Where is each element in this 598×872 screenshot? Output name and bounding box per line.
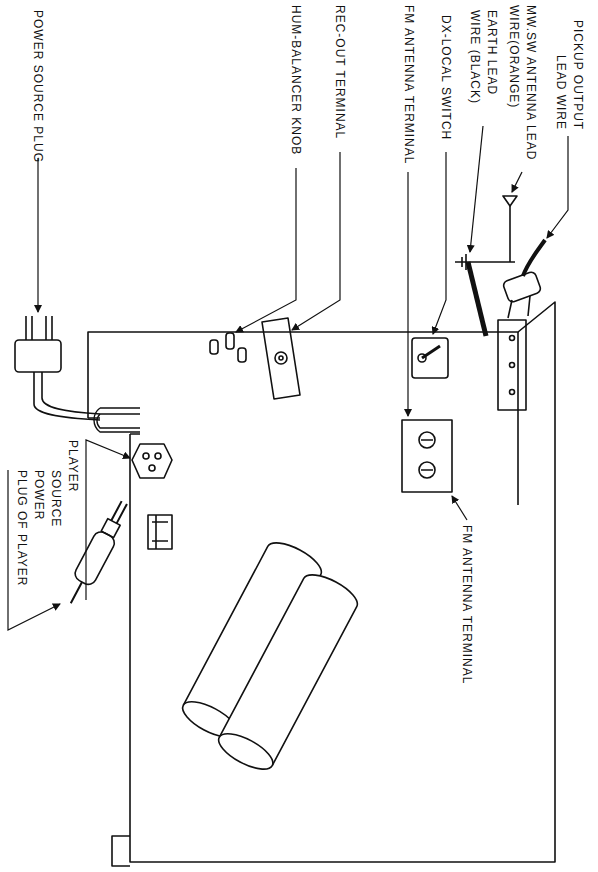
part-label: POWER xyxy=(30,470,47,520)
part-label: PLUG OF PLAYER xyxy=(13,470,30,586)
part-label: SOURCE xyxy=(47,470,64,527)
part-label-text: EARTH LEAD WIRE (BLACK) xyxy=(468,10,499,104)
part-label-text: HUM-BALANCER KNOB xyxy=(289,5,303,155)
part-label-text: POWER SOURCE PLUG xyxy=(31,10,45,163)
part-label-text: MW.SW ANTENNA LEAD WIRE(ORANGE) xyxy=(507,5,538,160)
part-label: HUM-BALANCER KNOB xyxy=(287,5,304,155)
part-label-text: REC-OUT TERMINAL xyxy=(333,5,347,139)
part-label-text: SOURCE xyxy=(49,470,63,527)
part-label: EARTH LEAD WIRE (BLACK) xyxy=(466,10,500,130)
part-label: POWER SOURCE PLUG xyxy=(29,10,46,163)
part-label-text: FM ANTENNA TERMINAL xyxy=(460,525,474,684)
part-label: MW.SW ANTENNA LEAD WIRE(ORANGE) xyxy=(505,5,539,165)
part-label-text: PLAYER xyxy=(66,440,80,492)
part-label: REC-OUT TERMINAL xyxy=(331,5,348,139)
part-label-text: POWER xyxy=(32,470,46,520)
part-label: PICKUP OUTPUT LEAD WIRE xyxy=(552,5,586,130)
part-label-text: PICKUP OUTPUT LEAD WIRE xyxy=(554,20,585,130)
part-label: FM ANTENNA TERMINAL xyxy=(400,5,417,164)
part-label: PLAYER xyxy=(64,440,81,492)
part-label: FM ANTENNA TERMINAL xyxy=(458,525,475,684)
part-label: DX-LOCAL SWITCH xyxy=(437,15,454,140)
part-label-text: PLUG OF PLAYER xyxy=(15,470,29,586)
part-label-text: FM ANTENNA TERMINAL xyxy=(402,5,416,164)
part-label-text: DX-LOCAL SWITCH xyxy=(439,15,453,140)
